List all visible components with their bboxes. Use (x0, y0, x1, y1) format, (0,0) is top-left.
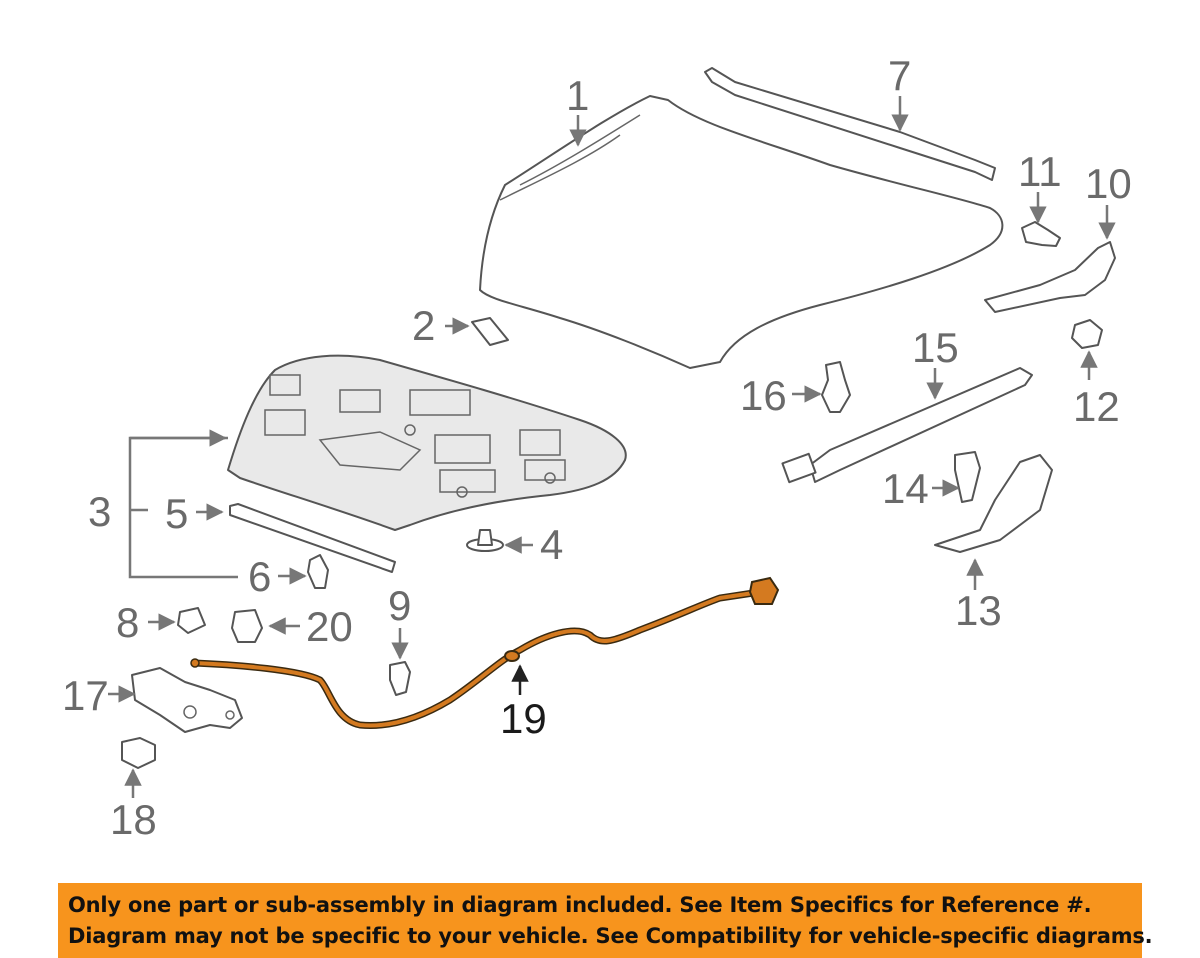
leader-lines (108, 96, 1116, 798)
hood-hinge (984, 241, 1116, 313)
latch-mount-bolt (121, 737, 156, 769)
callout-18: 18 (110, 796, 157, 843)
callout-7: 7 (888, 52, 911, 99)
callout-6: 6 (248, 553, 271, 600)
insulator-seal-strip (229, 503, 396, 573)
callout-5: 5 (165, 490, 188, 537)
hood-seal-strip (704, 67, 996, 181)
callout-2: 2 (412, 302, 435, 349)
disclaimer-banner: Only one part or sub-assembly in diagram… (58, 883, 1153, 958)
callout-11: 11 (1018, 148, 1062, 195)
strut-clip (821, 361, 851, 413)
callout-16: 16 (740, 372, 787, 419)
callout-14: 14 (882, 465, 929, 512)
callout-13: 13 (955, 587, 1002, 634)
hood-release-cable (190, 576, 780, 730)
callout-20: 20 (306, 603, 353, 650)
callout-15: 15 (912, 324, 959, 371)
hood-latch (131, 667, 243, 733)
hinge-nut (1071, 319, 1103, 349)
latch-clip (231, 609, 263, 643)
hinge-bracket (934, 454, 1053, 553)
callout-10: 10 (1085, 160, 1132, 207)
hinge-bolt (954, 451, 981, 503)
callout-9: 9 (388, 582, 411, 629)
callout-3: 3 (88, 488, 111, 535)
callout-19: 19 (500, 695, 547, 742)
hood-stop-bumper (177, 607, 206, 634)
callout-8: 8 (116, 599, 139, 646)
latch-bolt (389, 661, 411, 696)
callout-4: 4 (540, 521, 563, 568)
callout-12: 12 (1073, 383, 1120, 430)
push-retainer (466, 529, 504, 552)
hood-insulator (227, 354, 627, 531)
disclaimer-line-2: Diagram may not be specific to your vehi… (68, 924, 1153, 948)
insulator-clip (307, 554, 329, 589)
hood-lift-strut (781, 367, 1033, 484)
callout-17: 17 (62, 672, 109, 719)
disclaimer-line-1: Only one part or sub-assembly in diagram… (68, 893, 1092, 917)
callout-1: 1 (566, 72, 589, 119)
hinge-mount-bolt (1021, 221, 1061, 247)
hood-bumper (471, 317, 509, 346)
